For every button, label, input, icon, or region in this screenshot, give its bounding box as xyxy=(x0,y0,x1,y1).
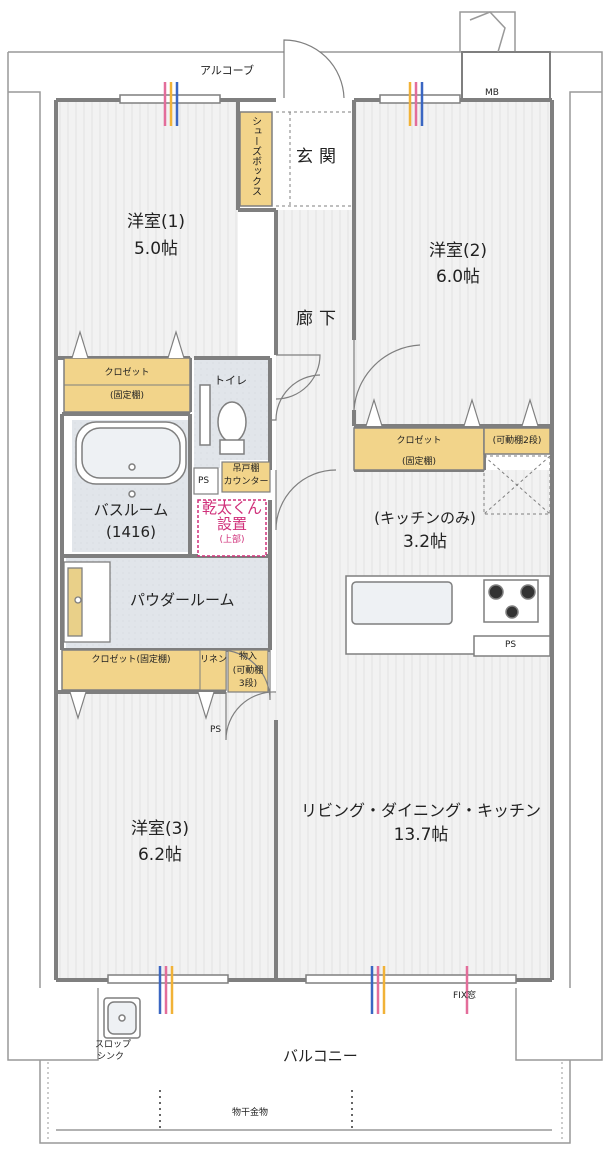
storage-line1: 物入 xyxy=(238,652,257,662)
kitchen-only-size: 3.2帖 xyxy=(402,532,448,552)
washbasin xyxy=(63,561,111,643)
western-room-2-floor xyxy=(354,100,552,426)
western-room-1-size: 5.0帖 xyxy=(133,239,179,259)
closet-3-label: クロゼット(固定棚) xyxy=(91,655,171,665)
ps-label-1: PS xyxy=(198,476,210,486)
storage-line2: (可動棚 xyxy=(232,666,264,676)
closet-2 xyxy=(353,427,485,471)
wall-cabinet-line2: カウンター xyxy=(223,477,269,487)
kitchen-floor xyxy=(354,470,552,580)
closet-2-note: (固定棚) xyxy=(401,457,437,467)
ps-label-2: PS xyxy=(505,640,517,650)
slop-sink xyxy=(103,997,141,1039)
powder-room-label: パウダールーム xyxy=(130,591,235,609)
fridge-space xyxy=(483,455,551,515)
entry-floor xyxy=(276,110,354,210)
mb-label: MB xyxy=(485,88,499,98)
ps-label-3: PS xyxy=(210,725,222,735)
kitchen-counter xyxy=(345,575,551,657)
closet-1-name: クロゼット xyxy=(104,368,150,378)
closet-1-note: (固定棚) xyxy=(109,391,145,401)
ldk-size: 13.7帖 xyxy=(393,825,449,845)
shoe-box-label: シューズボックス xyxy=(249,116,261,196)
ldk-name: リビング・ダイニング・キッチン xyxy=(300,801,541,820)
western-room-2-name: 洋室(2) xyxy=(428,241,488,261)
closet-2-name: クロゼット xyxy=(396,436,442,446)
closet-2-extra: (可動棚2段) xyxy=(492,436,542,446)
alcove-label: アルコーブ xyxy=(200,64,255,77)
dryer-line2: 設置 xyxy=(216,515,247,533)
bathtub xyxy=(75,421,187,498)
dryer-line3: (上部) xyxy=(219,535,245,545)
clothes-hanger-label: 物干金物 xyxy=(232,1108,269,1118)
toilet-label: トイレ xyxy=(214,374,247,387)
bathroom-size: (1416) xyxy=(106,523,156,541)
balcony-label: バルコニー xyxy=(283,1047,358,1065)
storage-line3: 3段) xyxy=(238,679,258,689)
balcony-outline xyxy=(7,988,603,1144)
slop-sink-line1: スロップ xyxy=(95,1040,132,1050)
pipe-marks xyxy=(158,82,469,1014)
western-room-2-size: 6.0帖 xyxy=(435,267,481,287)
shoe-box xyxy=(239,111,273,207)
western-room-3-floor xyxy=(56,692,276,980)
bathroom-name: バスルーム xyxy=(93,501,169,519)
dryer-line1: 乾太くん xyxy=(201,499,262,517)
clothes-hanger-marks xyxy=(159,1090,353,1128)
entrance-label: 玄関 xyxy=(296,147,342,167)
western-room-3-name: 洋室(3) xyxy=(130,819,190,839)
slop-sink-line2: シンク xyxy=(97,1052,125,1062)
linen-label: リネン xyxy=(200,655,228,665)
closet-3 xyxy=(61,649,227,691)
ps-area xyxy=(193,467,219,495)
hallway-label: 廊下 xyxy=(296,309,342,329)
closet-2-movable xyxy=(483,427,551,455)
balcony-rail xyxy=(47,1062,563,1141)
western-room-1-floor xyxy=(56,100,238,358)
wall-cabinet-line1: 吊戸棚 xyxy=(232,464,260,474)
linen xyxy=(199,649,227,691)
room-doors xyxy=(219,340,421,780)
toilet-fixture xyxy=(199,384,247,455)
western-room-1-name: 洋室(1) xyxy=(126,212,186,232)
western-room-3-size: 6.2帖 xyxy=(137,845,183,865)
wall-cabinet xyxy=(221,461,271,493)
kitchen-only-name: (キッチンのみ) xyxy=(374,509,476,527)
entrance-door xyxy=(283,39,345,99)
dryer-unit xyxy=(197,499,267,557)
closet-door-marks xyxy=(69,329,539,721)
fix-window-label: FIX窓 xyxy=(453,991,476,1001)
